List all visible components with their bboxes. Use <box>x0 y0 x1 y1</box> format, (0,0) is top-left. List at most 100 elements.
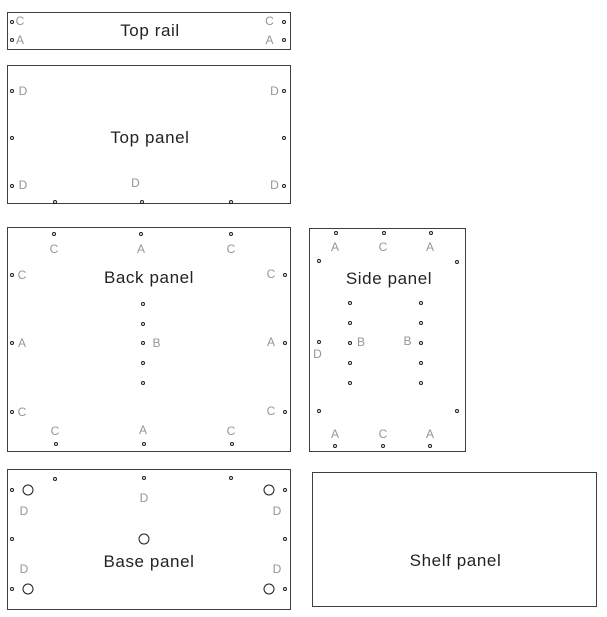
hole-label-c: C <box>226 242 236 256</box>
pilot-hole-dot <box>229 200 233 204</box>
hole-label-d: D <box>270 84 279 98</box>
pilot-hole-dot <box>347 321 352 325</box>
panel-shelf-panel: Shelf panel <box>312 472 597 607</box>
hole-label-c: C <box>378 427 388 441</box>
pilot-hole-dot <box>230 442 234 446</box>
hole-label-c: C <box>266 404 276 418</box>
pilot-hole-dot <box>9 537 14 541</box>
hole-label-a: A <box>266 335 276 349</box>
pilot-hole-dot <box>9 273 14 277</box>
pilot-hole-dot <box>419 381 423 385</box>
cam-hole-circle <box>138 533 150 545</box>
pilot-hole-dot <box>282 488 287 492</box>
panel-title-shelf-panel: Shelf panel <box>409 551 502 570</box>
pilot-hole-dot <box>140 341 145 345</box>
pilot-hole-dot <box>9 38 14 42</box>
pilot-hole-dot <box>333 444 337 448</box>
pilot-hole-dot <box>53 477 57 481</box>
cam-hole-circle <box>263 583 275 595</box>
pilot-hole-dot <box>140 200 144 204</box>
hole-label-c: C <box>17 405 27 419</box>
hole-label-b: B <box>356 334 366 349</box>
pilot-hole-dot <box>52 232 56 236</box>
hole-label-c: C <box>49 242 59 256</box>
hole-label-d: D <box>270 178 279 192</box>
pilot-hole-dot <box>140 322 145 326</box>
hole-label-c: C <box>265 14 274 28</box>
pilot-hole-dot <box>429 231 433 235</box>
pilot-hole-dot <box>347 301 352 305</box>
pilot-hole-dot <box>9 488 14 492</box>
hole-label-a: A <box>17 336 27 350</box>
pilot-hole-dot <box>419 361 423 365</box>
pilot-hole-dot <box>282 89 286 93</box>
panel-title-top-panel: Top panel <box>110 128 190 147</box>
pilot-hole-dot <box>9 89 14 93</box>
pilot-hole-dot <box>282 537 287 541</box>
pilot-hole-dot <box>347 361 352 365</box>
pilot-hole-dot <box>347 381 352 385</box>
pilot-hole-dot <box>229 232 233 236</box>
pilot-hole-dot <box>419 321 423 325</box>
pilot-hole-dot <box>428 444 432 448</box>
hole-label-d: D <box>131 176 140 190</box>
hole-label-d: D <box>19 504 29 518</box>
pilot-hole-dot <box>229 476 233 480</box>
hole-label-a: A <box>136 242 146 256</box>
hole-label-c: C <box>17 268 27 282</box>
hole-label-b: B <box>403 333 412 348</box>
pilot-hole-dot <box>54 442 58 446</box>
hole-label-a: A <box>15 32 25 47</box>
pilot-hole-dot <box>9 341 14 345</box>
pilot-hole-dot <box>140 302 145 306</box>
hole-label-a: A <box>425 427 435 441</box>
pilot-hole-dot <box>53 200 57 204</box>
hole-label-a: A <box>425 240 435 254</box>
hole-label-d: D <box>313 346 322 361</box>
pilot-hole-dot <box>9 20 14 24</box>
panel-title-base-panel: Base panel <box>103 552 195 571</box>
pilot-hole-dot <box>317 409 321 413</box>
hole-label-d: D <box>272 562 282 576</box>
pilot-hole-dot <box>283 409 287 414</box>
pilot-hole-dot <box>334 231 338 235</box>
pilot-hole-dot <box>381 444 385 448</box>
hole-label-c: C <box>378 240 388 254</box>
panel-title-side-panel: Side panel <box>345 269 433 288</box>
pilot-hole-dot <box>419 340 423 345</box>
hole-label-d: D <box>18 178 28 192</box>
hole-label-a: A <box>138 423 148 437</box>
pilot-hole-dot <box>282 184 286 188</box>
hole-label-a: A <box>330 427 340 441</box>
pilot-hole-dot <box>9 587 14 591</box>
pilot-hole-dot <box>139 232 143 236</box>
pilot-hole-dot <box>9 184 14 188</box>
pilot-hole-dot <box>142 476 146 480</box>
pilot-hole-dot <box>455 260 459 264</box>
pilot-hole-dot <box>347 340 352 345</box>
hole-label-d: D <box>272 504 282 518</box>
hole-label-c: C <box>226 424 236 438</box>
pilot-hole-dot <box>283 341 287 345</box>
pilot-hole-dot <box>282 38 286 42</box>
pilot-hole-dot <box>317 339 321 344</box>
hole-label-c: C <box>266 267 276 281</box>
cam-hole-circle <box>22 484 33 496</box>
pilot-hole-dot <box>282 587 287 591</box>
pilot-hole-dot <box>9 409 14 414</box>
hole-label-b: B <box>152 335 161 350</box>
pilot-hole-dot <box>140 361 145 365</box>
hole-label-d: D <box>18 84 28 98</box>
cam-hole-circle <box>263 484 275 496</box>
pilot-hole-dot <box>282 136 286 140</box>
cam-hole-circle <box>22 583 33 595</box>
pilot-hole-dot <box>9 136 14 140</box>
pilot-hole-dot <box>282 20 286 24</box>
hole-label-d: D <box>139 491 149 505</box>
hole-label-c: C <box>50 424 60 438</box>
